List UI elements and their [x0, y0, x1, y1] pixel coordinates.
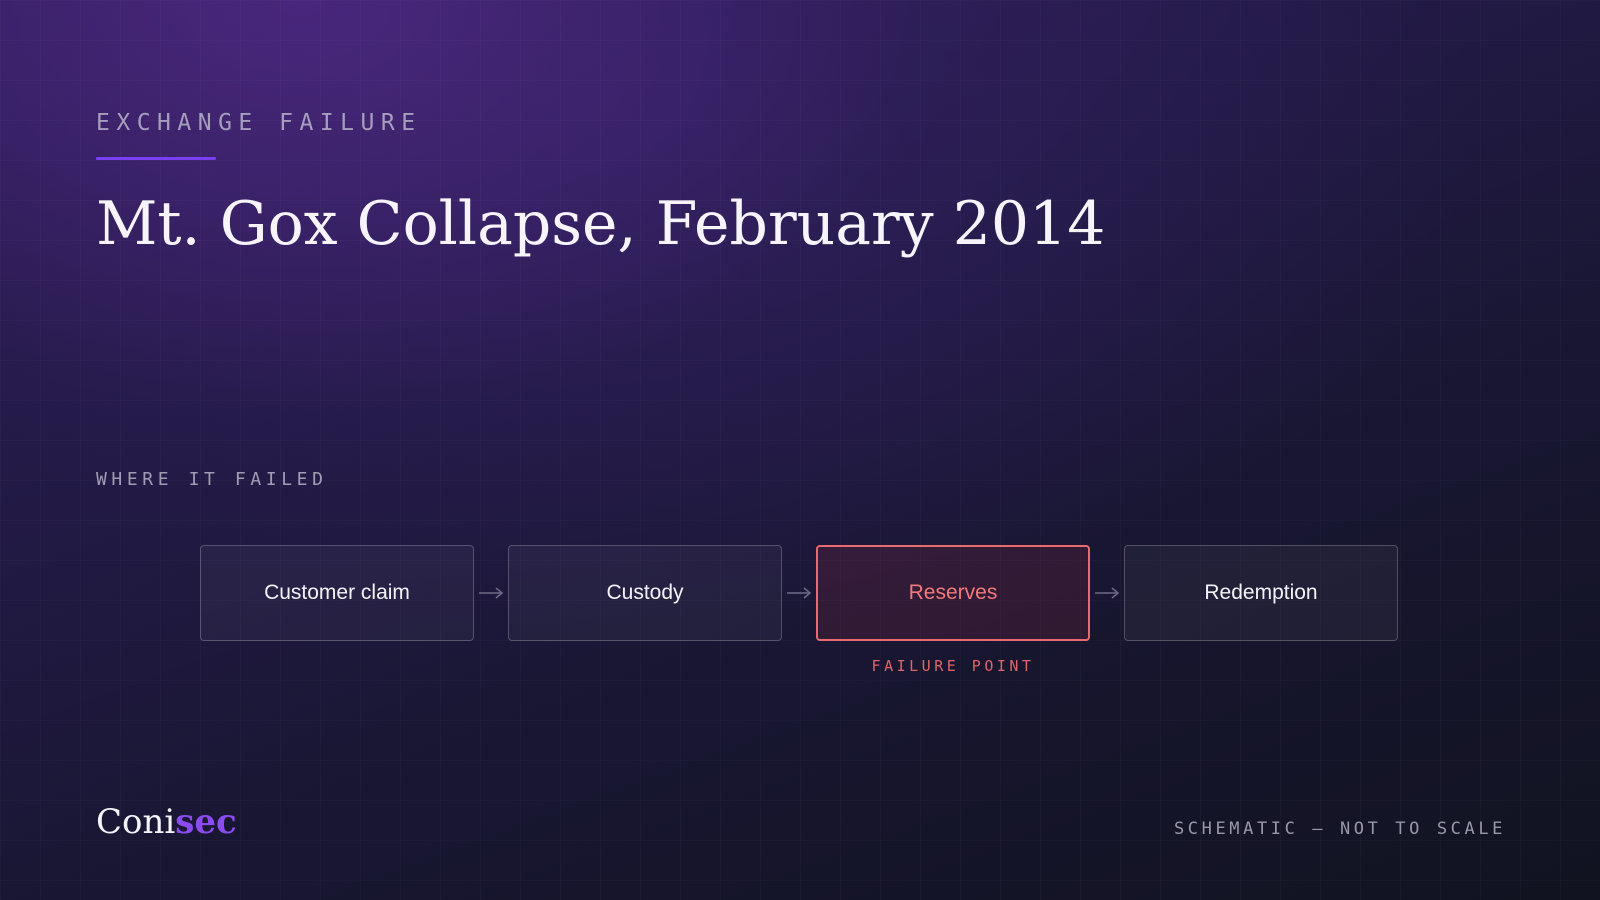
eyebrow-underline	[96, 157, 216, 160]
eyebrow-label: EXCHANGE FAILURE	[96, 110, 422, 136]
node-reserves: Reserves	[816, 545, 1090, 641]
failure-point-label: FAILURE POINT	[871, 657, 1035, 675]
arrow-right-icon	[1090, 544, 1124, 642]
page-title: Mt. Gox Collapse, February 2014	[96, 189, 1106, 259]
arrow-right-icon	[782, 544, 816, 642]
brand-name-part: Coni	[96, 802, 176, 842]
node-custody: Custody	[508, 545, 782, 641]
node-redemption: Redemption	[1124, 545, 1398, 641]
node-customer-claim: Customer claim	[200, 545, 474, 641]
section-label: WHERE IT FAILED	[96, 469, 328, 490]
process-flow: Customer claim Custody Reserves Redempti…	[200, 544, 1398, 642]
brand-name-accent: sec	[175, 802, 237, 842]
brand-logo: Conisec	[96, 800, 237, 844]
schematic-note: SCHEMATIC — NOT TO SCALE	[1173, 819, 1506, 839]
arrow-right-icon	[474, 544, 508, 642]
